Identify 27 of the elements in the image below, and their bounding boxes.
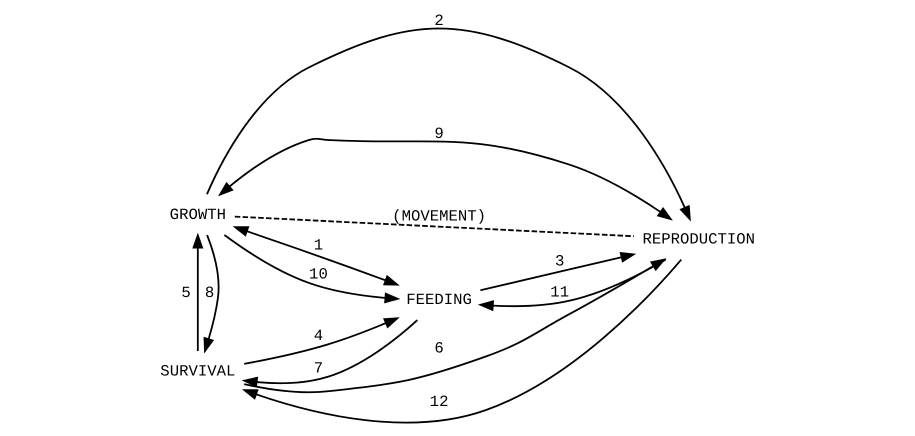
edge-label: 2 — [434, 12, 444, 30]
edge-label: 4 — [314, 327, 324, 346]
arrow — [206, 28, 691, 222]
arrow — [244, 317, 400, 365]
edge-label: 8 — [204, 284, 214, 302]
edge-label: 1 — [314, 236, 324, 255]
edge-label: 7 — [314, 360, 324, 378]
edge-label: 11 — [550, 284, 570, 302]
arrow — [204, 234, 220, 354]
arrow — [218, 138, 673, 221]
arrow — [480, 252, 636, 292]
edge-label: 12 — [430, 393, 448, 412]
node-text: GROWTH — [170, 206, 226, 224]
node-text: REPRODUCTION — [642, 230, 756, 249]
arrow — [224, 234, 400, 304]
arrow — [192, 232, 204, 352]
edge-label: 9 — [434, 124, 444, 143]
node-text: FEEDING — [406, 290, 472, 309]
arrow — [242, 319, 418, 388]
arrow — [232, 226, 400, 286]
node-text: SURVIVAL — [160, 362, 236, 380]
edge-label: 3 — [555, 252, 564, 270]
edge-label: 10 — [309, 266, 328, 284]
connector — [234, 216, 634, 238]
edge-label: (MOVEMENT) — [392, 208, 486, 226]
edge-label: 6 — [434, 339, 444, 358]
edge-label: 5 — [181, 284, 191, 302]
